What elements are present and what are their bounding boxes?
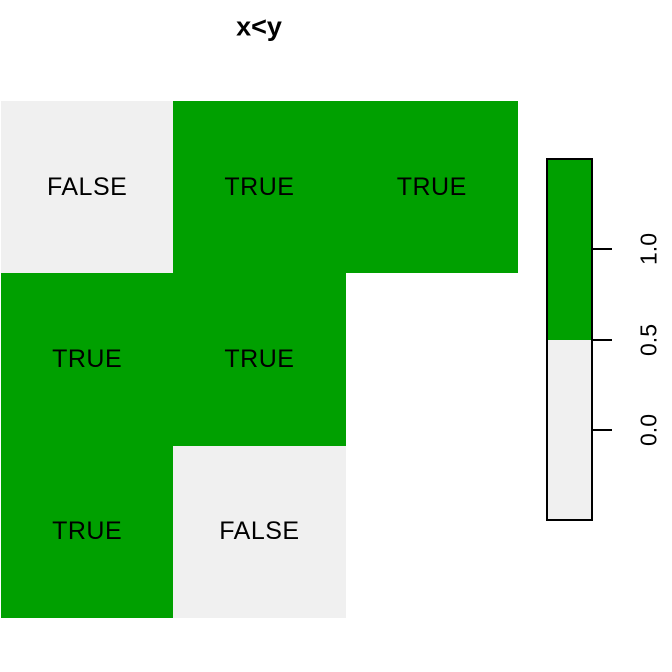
- heatmap-cell: TRUE: [1, 445, 174, 618]
- heatmap-cell-na: [345, 273, 518, 446]
- legend-segment-false: [548, 339, 591, 519]
- legend-tick: [592, 429, 612, 432]
- cell-label: TRUE: [396, 172, 467, 201]
- heatmap-cell: TRUE: [1, 273, 174, 446]
- heatmap-cell: FALSE: [173, 445, 346, 618]
- legend-bar: [546, 158, 593, 521]
- legend-tick-label: 0.0: [635, 414, 662, 447]
- heatmap-cell: FALSE: [1, 101, 174, 274]
- legend-tick-label: 0.5: [635, 323, 662, 356]
- heatmap-cell: TRUE: [345, 101, 518, 274]
- legend-segment-true: [548, 160, 591, 340]
- heatmap-cell: TRUE: [173, 101, 346, 274]
- heatmap-cell-na: [345, 445, 518, 618]
- legend-tick: [592, 247, 612, 250]
- cell-label: FALSE: [219, 517, 300, 546]
- heatmap-cell: TRUE: [173, 273, 346, 446]
- cell-label: TRUE: [224, 344, 295, 373]
- cell-label: TRUE: [52, 517, 123, 546]
- legend-tick-label: 1.0: [635, 232, 662, 265]
- cell-label: TRUE: [224, 172, 295, 201]
- chart-title: x<y: [236, 11, 282, 42]
- legend-tick: [592, 338, 612, 341]
- cell-label: FALSE: [46, 172, 128, 201]
- cell-label: TRUE: [52, 344, 123, 373]
